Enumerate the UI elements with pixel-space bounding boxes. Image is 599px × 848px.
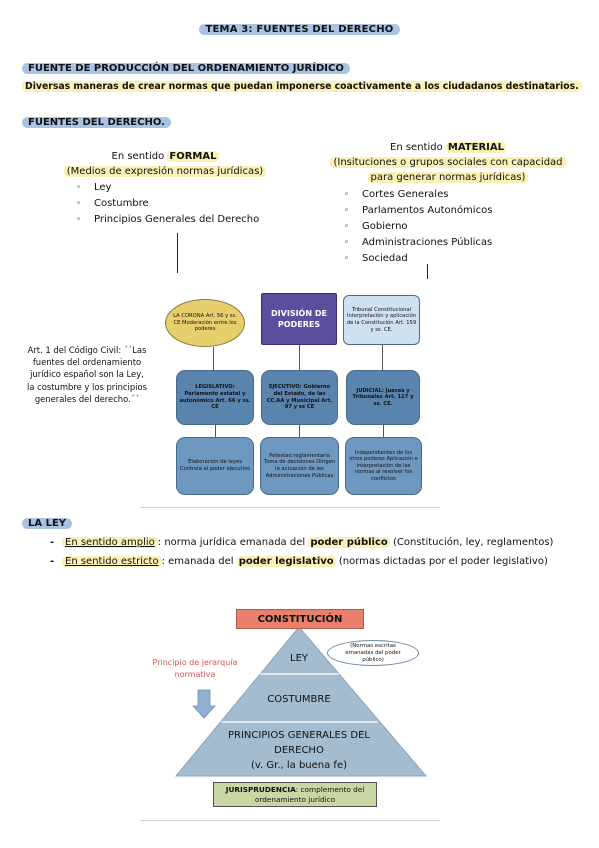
division-poderes-box: DIVISIÓN DE PODERES [261, 293, 337, 345]
corona-box: LA CORONA Art. 56 y ss. CE Moderación en… [165, 299, 245, 347]
jerarquia-label: Principio de jerarquía normativa [152, 658, 238, 679]
divider [140, 507, 440, 508]
connector-ejecutivo [299, 425, 300, 437]
legislativo-box: LEGISLATIVO: Parlamento estatal y autonó… [176, 370, 254, 425]
material-subtitle-1: (Insituciones o grupos sociales con capa… [318, 155, 578, 170]
ley-estricto-item: -En sentido estricto: emanada del poder … [50, 556, 548, 567]
list-item: Costumbre [76, 196, 259, 212]
material-heading: En sentido MATERIAL [390, 142, 506, 153]
ley-amplio-item: -En sentido amplio: norma jurídica emana… [50, 537, 554, 548]
material-subtitle-2: para generar normas jurídicas) [318, 170, 578, 185]
list-item: Gobierno [344, 219, 492, 235]
judicial-box: JUDICIAL: Jueces y Tribunales Art. 117 y… [346, 370, 420, 425]
pyramid-principios-label: PRINCIPIOS GENERALES DEL DERECHO (v. Gr.… [228, 730, 370, 771]
section-heading-ley: LA LEY [22, 518, 73, 529]
section-heading-fuentes: FUENTES DEL DERECHO. [22, 117, 171, 128]
pyramid-shape [174, 626, 428, 777]
divider [140, 820, 440, 821]
jurisprudencia-box: JURISPRUDENCIA: complemento del ordenami… [213, 782, 377, 807]
ejecutivo-detail-box: Potestad reglamentaria Toma de decisione… [260, 437, 339, 495]
connector-division [299, 345, 300, 370]
formal-connector-line [177, 233, 178, 273]
list-item: Cortes Generales [344, 187, 492, 203]
ley-note-ellipse: (Normas escritas emanadas del poder públ… [327, 640, 419, 666]
tribunal-constitucional-box: Tribunal Constitucional Interpretación y… [343, 295, 420, 345]
civil-code-note: Art. 1 del Código Civil: ´´Las fuentes d… [27, 345, 147, 404]
list-item: Administraciones Públicas [344, 235, 492, 251]
connector-judicial [383, 425, 384, 437]
formal-subtitle: (Medios de expresión normas jurídicas) [40, 164, 290, 179]
legislativo-detail-box: Elaboración de leyes Controla al poder e… [176, 437, 254, 495]
connector-corona [213, 347, 214, 370]
judicial-detail-box: Independientes de los otros poderes Apli… [345, 437, 422, 495]
pyramid-costumbre-label: COSTUMBRE [267, 694, 331, 705]
section-heading-fuente-produccion: FUENTE DE PRODUCCIÓN DEL ORDENAMIENTO JU… [22, 63, 350, 74]
list-item: Ley [76, 180, 259, 196]
pyramid-ley-label: LEY [290, 653, 308, 664]
list-item: Principios Generales del Derecho [76, 212, 259, 228]
connector-tribunal [382, 345, 383, 370]
list-item: Parlamentos Autonómicos [344, 203, 492, 219]
formal-heading: En sentido FORMAL [111, 151, 219, 162]
list-item: Sociedad [344, 251, 492, 267]
page-title: TEMA 3: FUENTES DEL DERECHO [0, 24, 599, 35]
constitucion-box: CONSTITUCIÓN [236, 609, 364, 629]
connector-legislativo [215, 425, 216, 437]
material-list: Cortes Generales Parlamentos Autonómicos… [344, 187, 492, 267]
down-arrow-icon [192, 689, 216, 719]
formal-list: Ley Costumbre Principios Generales del D… [76, 180, 259, 228]
definition-text: Diversas maneras de crear normas que pue… [22, 81, 582, 92]
material-connector-line [427, 264, 428, 279]
ejecutivo-box: EJECUTIVO: Gobierno del Estado, de las C… [261, 370, 338, 425]
